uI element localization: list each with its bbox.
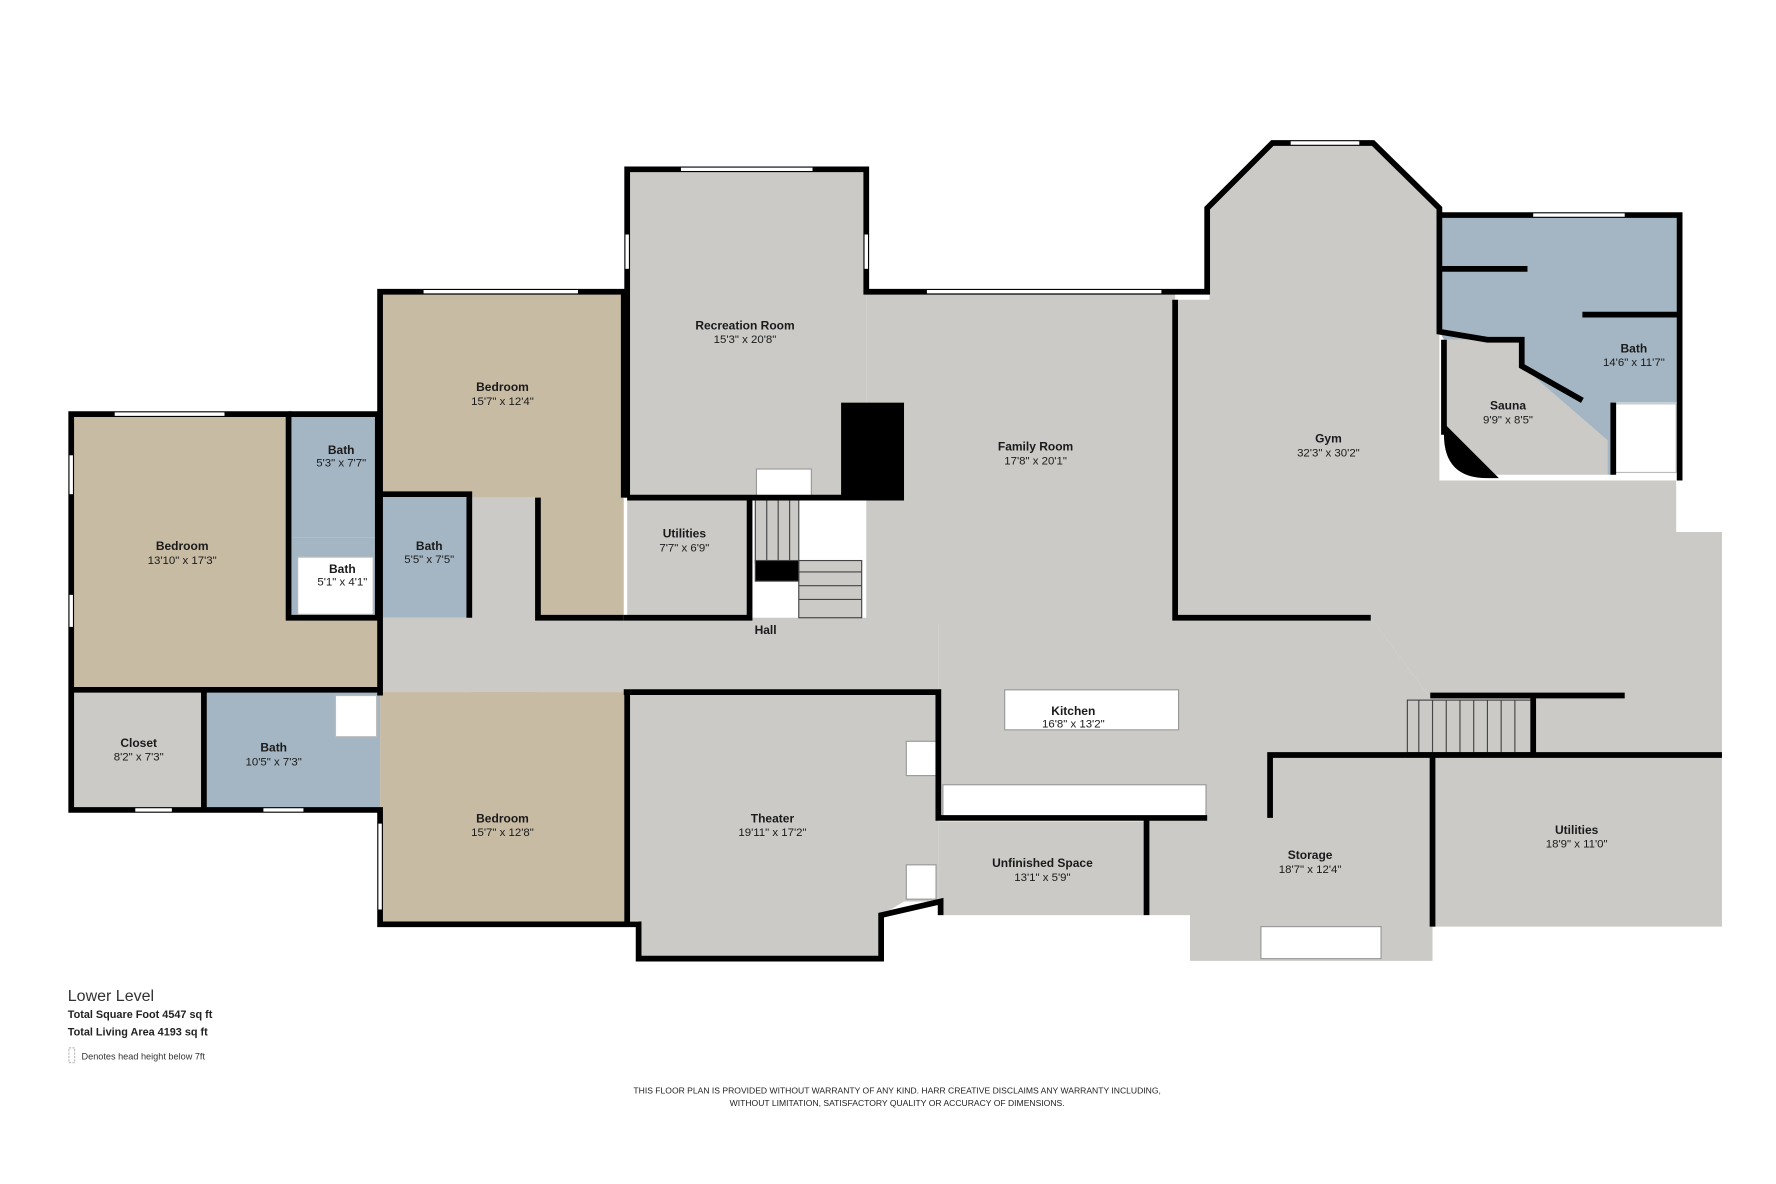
sauna-corner-bench <box>1443 423 1499 479</box>
bedroom-southwest <box>380 692 627 925</box>
fireplace <box>841 402 905 498</box>
storage <box>1146 755 1433 961</box>
head-height-swatch <box>68 1047 76 1064</box>
room-dims: 18'9" x 11'0" <box>1546 839 1608 851</box>
room-dims: 5'3" x 7'7" <box>316 458 366 470</box>
kitchen-counter <box>942 784 1207 818</box>
bedroom-west <box>71 414 378 690</box>
room-name: Utilities <box>1555 823 1599 837</box>
bath-east <box>1439 215 1680 475</box>
disclaimer: THIS FLOOR PLAN IS PROVIDED WITHOUT WARR… <box>633 1086 1160 1109</box>
room-dims: 15'7" x 12'8" <box>471 827 534 839</box>
level-title: Lower Level <box>68 988 154 1005</box>
room-name: Bedroom <box>476 812 529 826</box>
utilities-large <box>1432 755 1722 927</box>
room-dims: 14'6" x 11'7" <box>1603 357 1665 369</box>
room-dims: 13'10" x 17'3" <box>148 555 217 567</box>
stairs-east <box>1406 699 1534 754</box>
unfinished-space <box>938 821 1147 916</box>
recreation-room <box>627 169 867 498</box>
room-dims: 5'5" x 7'5" <box>404 554 454 566</box>
shower-east <box>1612 403 1677 474</box>
room-name: Bath <box>416 539 443 553</box>
room-name: Theater <box>751 812 795 826</box>
room-labels: Recreation Room 15'3" x 20'8" Bedroom 15… <box>114 318 1665 883</box>
walls <box>68 140 1722 962</box>
room-name: Bath <box>328 443 355 457</box>
room-name: Bath <box>329 562 356 576</box>
bedrooms <box>71 291 627 925</box>
gym <box>1175 142 1722 756</box>
bathtub <box>297 556 374 615</box>
room-dims: 16'8" x 13'2" <box>1042 719 1105 731</box>
room-name: Bedroom <box>156 539 209 553</box>
room-dims: 8'2" x 7'3" <box>114 752 164 764</box>
utilities-small <box>627 497 751 618</box>
room-name: Utilities <box>663 527 707 541</box>
room-dims: 15'3" x 20'8" <box>714 334 777 346</box>
bath-b <box>380 494 470 618</box>
room-name: Gym <box>1315 432 1342 446</box>
fixtures <box>297 402 1677 960</box>
shower <box>334 694 378 738</box>
bath-a <box>288 416 378 538</box>
room-dims: 7'7" x 6'9" <box>659 542 709 554</box>
room-name: Bath <box>1621 341 1648 355</box>
bedroom-northwest <box>380 291 624 618</box>
room-dims: 15'7" x 12'4" <box>471 396 534 408</box>
room-name: Storage <box>1288 848 1333 862</box>
family-room <box>866 291 1176 624</box>
head-height-note: Denotes head height below 7ft <box>82 1051 206 1061</box>
kitchen-island <box>1004 689 1180 731</box>
room-name: Family Room <box>998 440 1073 454</box>
room-name: Sauna <box>1490 399 1526 413</box>
room-name: Unfinished Space <box>992 856 1093 870</box>
tv-cabinet-2 <box>905 864 937 900</box>
common-areas <box>71 142 1722 961</box>
hall <box>377 617 939 693</box>
room-dims: 9'9" x 8'5" <box>1483 414 1533 426</box>
closet <box>71 692 204 810</box>
sauna <box>1443 339 1608 475</box>
disclaimer-line-2: WITHOUT LIMITATION, SATISFACTORY QUALITY… <box>730 1098 1065 1108</box>
room-dims: 19'11" x 17'2" <box>738 827 806 839</box>
room-name: Closet <box>120 736 157 750</box>
room-dims: 18'7" x 12'4" <box>1279 864 1342 876</box>
room-dims: 13'1" x 5'9" <box>1014 872 1070 884</box>
theater <box>627 692 939 959</box>
room-name: Kitchen <box>1051 704 1095 718</box>
bar-counter <box>755 468 812 498</box>
room-dims: 10'5" x 7'3" <box>246 756 302 768</box>
stairs-west <box>754 499 863 619</box>
room-name: Recreation Room <box>695 318 794 332</box>
room-dims: 17'8" x 20'1" <box>1004 455 1067 467</box>
storage-sink-counter <box>1260 926 1382 960</box>
room-name: Bath <box>260 741 287 755</box>
room-name: Hall <box>755 623 777 637</box>
room-dims: 5'1" x 4'1" <box>317 577 367 589</box>
windows <box>69 141 1625 910</box>
room-dims: 32'3" x 30'2" <box>1297 447 1360 459</box>
disclaimer-line-1: THIS FLOOR PLAN IS PROVIDED WITHOUT WARR… <box>633 1086 1160 1096</box>
hall-corridor <box>469 497 541 715</box>
room-name: Bedroom <box>476 380 529 394</box>
total-square-foot: Total Square Foot 4547 sq ft <box>68 1009 213 1021</box>
legend: Lower Level Total Square Foot 4547 sq ft… <box>68 988 213 1064</box>
total-living-area: Total Living Area 4193 sq ft <box>68 1026 208 1038</box>
tv-cabinet-1 <box>905 740 937 777</box>
kitchen-area <box>938 617 1431 818</box>
